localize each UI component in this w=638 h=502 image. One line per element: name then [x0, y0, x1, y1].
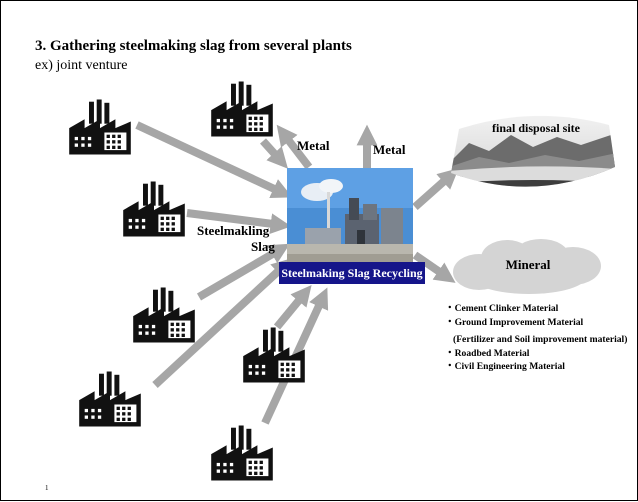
cloud-shape — [453, 239, 601, 294]
use-cement: ・Cement Clinker Material — [445, 303, 559, 314]
factory-icon — [243, 327, 305, 383]
arrow-f4 — [196, 243, 290, 301]
page-title: 3. Gathering steelmaking slag from sever… — [35, 38, 352, 54]
plant-photo — [287, 168, 413, 266]
use-roadbed: ・Roadbed Material — [445, 347, 530, 359]
arrow-f6 — [273, 284, 312, 330]
arrow-metal-left — [276, 124, 313, 170]
use-fertilizer: (Fertilizer and Soil improvement materia… — [453, 334, 628, 346]
metal-label-right: Metal — [373, 142, 406, 157]
use-ground: ・Ground Improvement Material — [445, 316, 584, 328]
page-subtitle: ex) joint venture — [35, 58, 128, 73]
recycling-label: Steelmaking Slag Recycling — [279, 262, 425, 284]
mineral-label: Mineral — [505, 257, 551, 272]
final-disposal-label: final disposal site — [491, 121, 581, 135]
factory-icon — [79, 371, 141, 427]
uses-list: ・Cement Clinker Material ・Ground Improve… — [445, 302, 627, 374]
factory-icon — [211, 425, 273, 481]
page-number: 1 — [45, 484, 49, 492]
factory-icon — [133, 287, 195, 343]
steelmaking-label: Steelmakling — [197, 223, 270, 238]
landscape-image — [451, 115, 615, 187]
use-civil: ・Civil Engineering Material — [445, 361, 565, 373]
slag-label: Slag — [251, 239, 275, 254]
metal-label-left: Metal — [297, 138, 330, 153]
factory-icon — [69, 99, 131, 155]
arrow-f2 — [260, 138, 288, 169]
arrow-f5 — [152, 257, 293, 388]
arrow-f3 — [186, 209, 292, 234]
factory-icon — [123, 181, 185, 237]
factory-icon — [211, 81, 273, 137]
arrow-disposal — [412, 168, 459, 210]
arrow-f1 — [135, 121, 293, 199]
arrow-mineral — [412, 251, 456, 283]
